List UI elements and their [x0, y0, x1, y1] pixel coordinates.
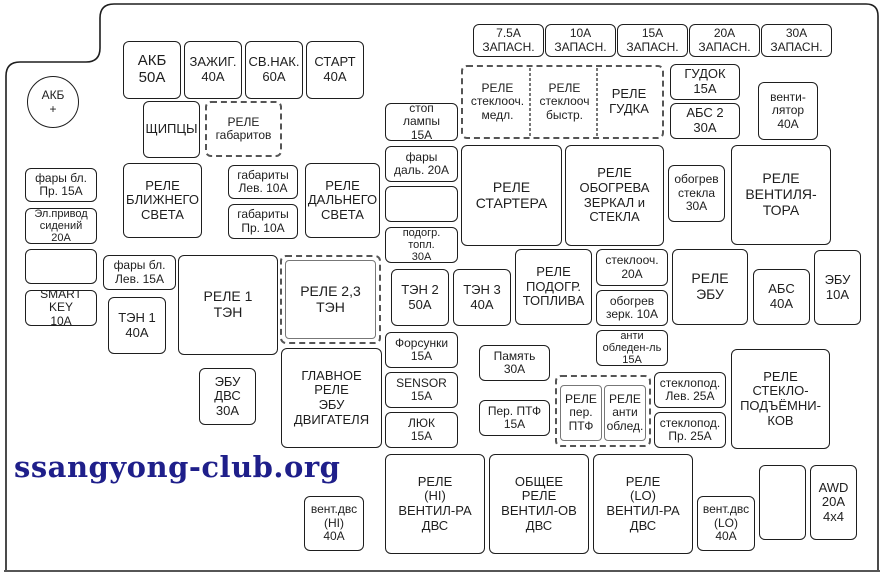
relay-wiper-fast: РЕЛЕ стеклооч быстр. — [539, 80, 590, 122]
fuse-fan-heater-30a: обогрев стекла 30А — [668, 165, 725, 222]
fuse-power-seats-20a: Эл.привод сидений 20А — [25, 208, 97, 244]
fuse-7-5a-spare: 7.5А ЗАПАСН. — [473, 24, 544, 57]
fuse-memory-30a: Память 30А — [479, 345, 550, 381]
relay-wiper-slow: РЕЛЕ стеклооч. медл. — [470, 80, 525, 122]
fuse-clamps: ЩИПЦЫ — [143, 101, 200, 158]
fuse-injectors-15a: Форсунки 15А — [385, 332, 458, 368]
fuse-mirror-heater-10a: обогрев зерк. 10А — [596, 290, 668, 326]
fuse-ecu-engine-30a: ЭБУ ДВС 30А — [199, 368, 256, 425]
fuse-stop-lamps-15a: стоп лампы 15А — [385, 103, 458, 141]
fuse-parking-right-10a: габариты Пр. 10А — [228, 204, 298, 239]
fuse-sunroof-15a: ЛЮК 15А — [385, 412, 458, 448]
fuse-high-beam-20a: фары даль. 20А — [385, 146, 458, 182]
fuse-fan-40a: венти- лятор 40А — [758, 82, 818, 140]
relay-horn: РЕЛЕ ГУДКА — [609, 86, 649, 116]
fuse-ignition-40a: ЗАЖИГ. 40А — [184, 41, 242, 99]
fuse-ten2-50a: ТЭН 2 50А — [391, 269, 449, 326]
fuse-headlight-left-15a: фары бл. Лев. 15А — [103, 255, 176, 290]
relay-ten23-inner-frame — [285, 260, 376, 339]
fuse-antifrost-15a: анти обледен-ль 15А — [596, 330, 668, 366]
fuse-smart-key-10a: SMART KEY 10А — [25, 290, 97, 326]
fuse-engine-fan-hi-40a: вент.двс (HI) 40А — [304, 496, 364, 551]
fuse-10a-spare: 10А ЗАПАСН. — [545, 24, 616, 57]
relay-fuel-heater: РЕЛЕ ПОДОГР. ТОПЛИВА — [515, 249, 592, 325]
fuse-15a-spare: 15А ЗАПАСН. — [617, 24, 688, 57]
fuse-ten3-40a: ТЭН 3 40А — [453, 269, 511, 326]
fuse-blank-1 — [385, 186, 458, 222]
relay-starter: РЕЛЕ СТАРТЕРА — [461, 145, 562, 246]
relay-ecu: РЕЛЕ ЭБУ — [672, 249, 748, 325]
relay-power-windows: РЕЛЕ СТЕКЛО- ПОДЪЁМНИ- КОВ — [731, 349, 830, 449]
relay-fan: РЕЛЕ ВЕНТИЛЯ- ТОРА — [731, 145, 831, 245]
relay-ten23: РЕЛЕ 2,3 ТЭН — [280, 255, 381, 344]
relay-ten1: РЕЛЕ 1 ТЭН — [178, 255, 278, 355]
relay-front-ptf: РЕЛЕ пер. ПТФ — [560, 385, 602, 441]
fuse-awd-20a: AWD 20А 4x4 — [810, 465, 857, 540]
fuse-ecu-10a: ЭБУ 10А — [814, 250, 861, 325]
fuse-start-40a: СТАРТ 40А — [306, 41, 364, 99]
relay-antifrost: РЕЛЕ анти облед. — [604, 385, 646, 441]
relay-fan-hi: РЕЛЕ (HI) ВЕНТИЛ-РА ДВС — [385, 454, 485, 554]
fuse-headlight-right-15a: фары бл. Пр. 15А — [25, 168, 97, 202]
fuse-window-right-25a: стеклопод. Пр. 25А — [654, 412, 726, 448]
fuse-front-ptf-15a: Пер. ПТФ 15А — [479, 400, 550, 436]
fuse-30a-spare: 30А ЗАПАСН. — [761, 24, 832, 57]
fuse-window-left-25a: стеклопод. Лев. 25А — [654, 372, 726, 408]
fuse-sensor-15a: SENSOR 15А — [385, 372, 458, 408]
fuse-fuel-heater-30a: подогр. топл. 30А — [385, 227, 458, 263]
relay-low-beam: РЕЛЕ БЛИЖНЕГО СВЕТА — [123, 163, 202, 238]
fuse-sv-nak-60a: СВ.НАК. 60А — [245, 41, 303, 99]
fuse-20a-spare: 20А ЗАПАСН. — [689, 24, 760, 57]
fuse-horn-15a: ГУДОК 15А — [670, 64, 740, 100]
relay-mirror-glass-heater: РЕЛЕ ОБОГРЕВА ЗЕРКАЛ и СТЕКЛА — [565, 145, 664, 246]
relay-fan-lo: РЕЛЕ (LO) ВЕНТИЛ-РА ДВС — [593, 454, 693, 554]
fuse-blank-2 — [25, 249, 97, 284]
fuse-washer-20a: стеклооч. 20А — [596, 249, 668, 286]
relay-high-beam: РЕЛЕ ДАЛЬНЕГО СВЕТА — [305, 163, 380, 238]
relay-group-wipers-horn — [461, 65, 664, 139]
relay-main-ecu: ГЛАВНОЕ РЕЛЕ ЭБУ ДВИГАТЕЛЯ — [281, 348, 382, 448]
fuse-abs-40a: АБС 40А — [753, 269, 810, 325]
relay-parking-lights: РЕЛЕ габаритов — [205, 101, 282, 157]
fuse-engine-fan-lo-40a: вент.двс (LO) 40А — [697, 496, 755, 551]
site-watermark: ssangyong-club.org — [14, 450, 341, 484]
fuse-ten1-40a: ТЭН 1 40А — [108, 297, 166, 354]
fuse-abs2-30a: АБС 2 30А — [670, 103, 740, 139]
relay-fans-common: ОБЩЕЕ РЕЛЕ ВЕНТИЛ-ОВ ДВС — [489, 454, 589, 554]
fuse-parking-left-10a: габариты Лев. 10А — [228, 165, 298, 199]
battery-terminal: АКБ + — [27, 76, 79, 128]
fuse-blank-3 — [759, 465, 806, 540]
fuse-akb-50a: АКБ 50А — [123, 41, 181, 99]
